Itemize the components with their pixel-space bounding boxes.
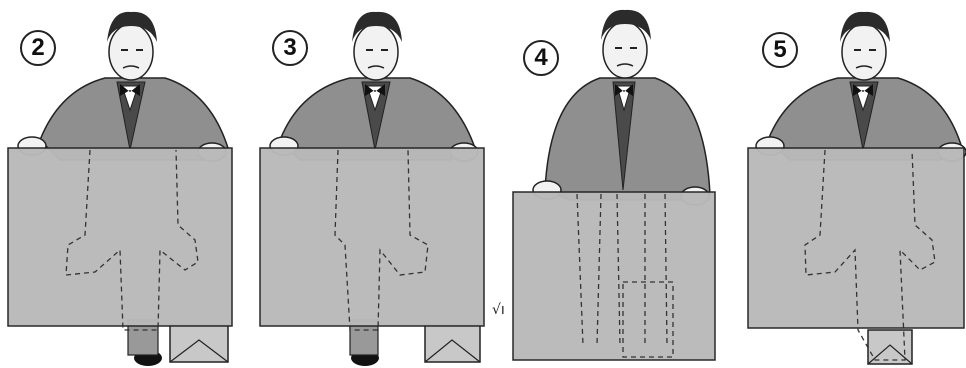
cardboard-panel: [748, 148, 964, 328]
step-number-badge: 4: [523, 40, 559, 76]
step-number-badge: 3: [272, 30, 308, 66]
illustration-panel-step-4: 4: [505, 0, 730, 368]
cardboard-panel: [8, 148, 232, 326]
cardboard-panel: [513, 192, 715, 360]
stray-glyph: √ı: [492, 302, 505, 318]
illustration-panel-step-2: 2: [0, 0, 245, 368]
step-number-badge: 2: [20, 30, 56, 66]
cardboard-panel: [260, 148, 484, 326]
step-number-badge: 5: [762, 32, 798, 68]
floor-box: [425, 325, 480, 362]
floor-box: [170, 325, 228, 362]
illustration-panel-step-3: 3: [250, 0, 495, 368]
illustration-panel-step-5: 5: [740, 0, 966, 368]
